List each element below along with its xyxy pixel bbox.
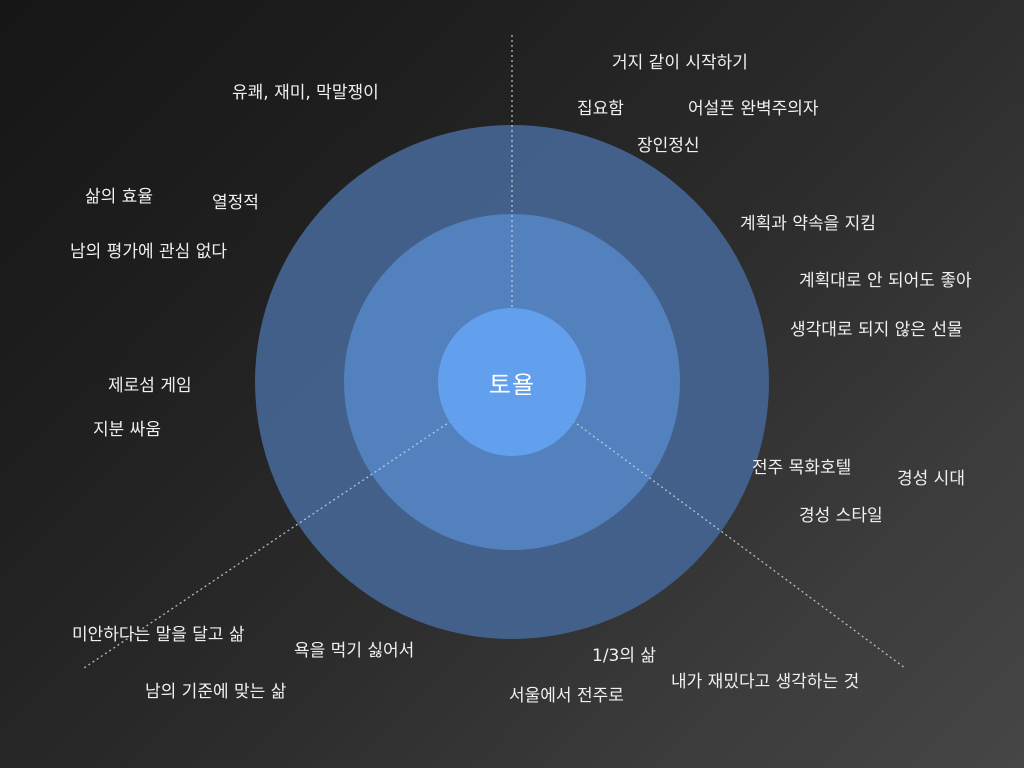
label-craftsmanship: 장인정신: [637, 136, 700, 156]
label-one-third: 1/3의 삶: [592, 646, 657, 666]
label-passionate: 열정적: [212, 193, 259, 213]
label-keep-plans: 계획과 약속을 지킴: [740, 214, 876, 234]
label-indifferent: 남의 평가에 관심 없다: [70, 242, 227, 262]
label-jipyoham: 집요함: [577, 99, 624, 119]
label-jeonju-hotel: 전주 목화호텔: [752, 458, 852, 478]
label-gift: 생각대로 되지 않은 선물: [790, 320, 963, 340]
label-gyeongseong-style: 경성 스타일: [799, 506, 883, 526]
label-geoji: 거지 같이 시작하기: [612, 53, 748, 73]
label-stake-fight: 지분 싸움: [93, 420, 161, 440]
center-label: 토욜: [488, 370, 536, 399]
center-circle: 토욜: [438, 308, 586, 456]
label-what-fun: 내가 재밌다고 생각하는 것: [671, 672, 860, 692]
label-seoul-jeonju: 서울에서 전주로: [509, 686, 624, 706]
label-zero-sum: 제로섬 게임: [108, 376, 192, 396]
label-plans-ok: 계획대로 안 되어도 좋아: [799, 271, 972, 291]
label-fun: 유쾌, 재미, 막말쟁이: [232, 83, 379, 103]
label-others-standard: 남의 기준에 맞는 삶: [145, 682, 287, 702]
label-gyeongseong-era: 경성 시대: [897, 469, 965, 489]
label-efficiency: 삶의 효율: [85, 187, 153, 207]
label-sorry: 미안하다는 말을 달고 삶: [72, 625, 245, 645]
label-perfectionist: 어설픈 완벽주의자: [688, 99, 819, 119]
label-avoid-blame: 욕을 먹기 싫어서: [294, 641, 415, 661]
